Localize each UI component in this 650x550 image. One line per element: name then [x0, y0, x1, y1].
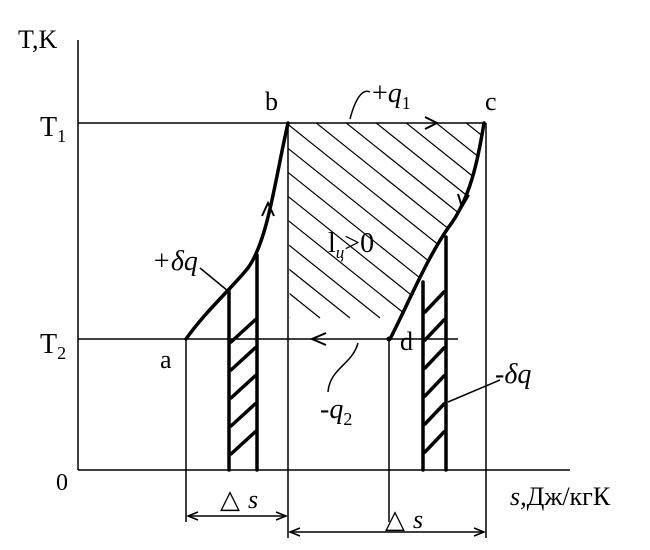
point-a-label: a [160, 345, 172, 374]
cycle-hatch-line [288, 123, 351, 319]
strip-left-hatch-line [229, 430, 257, 456]
delta-s-right-label: △s [385, 505, 423, 534]
strip-left-hatch-line [229, 346, 257, 372]
q1-leader [349, 90, 371, 120]
delta-s-left-arrow-l-icon [185, 511, 199, 521]
arrow-b-c-icon [424, 116, 440, 130]
cycle-hatch-line [419, 123, 484, 319]
cycle-hatch-line [288, 123, 441, 319]
cycle-hatch-line [288, 123, 321, 319]
strip-left-hatch-line [229, 318, 257, 344]
strip-left-hatch-line [229, 374, 257, 400]
s-axis-label: s,Дж/кгК [510, 482, 611, 511]
cycle-hatch-line [288, 123, 484, 319]
q2-label: -q2 [320, 394, 352, 429]
arrow-c-d-icon [457, 193, 470, 210]
strip-right-hatch-line [423, 430, 446, 454]
t-axis-label: T,K [18, 25, 57, 54]
point-b-label: b [265, 87, 278, 116]
strip-left-hatch-line [229, 402, 257, 428]
cycle-hatch-line [288, 123, 471, 319]
cycle-hatch-line [510, 110, 650, 318]
cycle-hatch-line [288, 123, 484, 319]
strip-right-hatch-line [423, 318, 446, 342]
strip-left-hatching [229, 318, 257, 456]
delta-s-left-label: △s [220, 485, 258, 514]
strip-right-hatch-line [423, 290, 446, 314]
delta-s-left-arrow-r-icon [275, 511, 289, 521]
dq-plus-label: +δq [152, 246, 198, 277]
cycle-hatch-line [359, 123, 484, 319]
cycle-hatch-line [0, 110, 260, 318]
point-d-marker [386, 336, 392, 342]
dq-minus-label: -δq [495, 359, 531, 390]
arrow-a-b-icon [261, 200, 275, 217]
cycle-hatch-line [288, 123, 381, 319]
cycle-area-hatching [0, 110, 650, 319]
strip-right-hatching [423, 290, 446, 454]
cycle-hatch-line [329, 123, 484, 319]
cycle-hatch-line [389, 123, 484, 319]
point-c-label: c [485, 87, 497, 116]
point-d-label: d [400, 327, 413, 356]
curve-a-b [184, 121, 290, 341]
strip-right-hatch-line [423, 402, 446, 426]
t2-label: T2 [40, 329, 66, 363]
dq-minus-leader [447, 379, 501, 403]
curve-c-d [388, 121, 486, 341]
strip-right-hatch-line [423, 374, 446, 398]
arrow-d-a-icon [309, 332, 327, 346]
cycle-hatch-line [479, 123, 484, 319]
t1-label: T1 [40, 112, 66, 146]
strip-right-hatch-line [423, 346, 446, 370]
q2-leader [327, 342, 359, 393]
cycle-hatch-line [288, 123, 411, 319]
origin-label: 0 [56, 470, 68, 496]
cycle-hatch-line [299, 123, 484, 319]
dq-plus-leader [199, 267, 229, 292]
work-label: lц>0 [328, 228, 374, 262]
delta-s-right-arrow-l-icon [287, 527, 301, 537]
q1-label: +q1 [372, 78, 411, 113]
delta-s-right-arrow-r-icon [473, 527, 487, 537]
cycle-hatch-line [288, 123, 291, 319]
